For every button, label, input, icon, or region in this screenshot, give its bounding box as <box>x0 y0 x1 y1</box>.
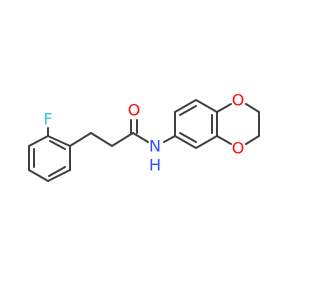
propanamide-chain <box>69 119 149 147</box>
carbonyl-oxygen-label: O <box>128 101 141 120</box>
dioxane-oxygen-bottom-label: O <box>232 139 245 158</box>
amide-hydrogen-label: H <box>149 156 161 175</box>
amide-nitrogen-label: N <box>149 137 161 156</box>
dioxane-ring <box>216 103 260 145</box>
molecule-structure: F O N H O O <box>28 91 260 182</box>
fluorine-atom-label: F <box>43 110 52 129</box>
fluorophenyl-ring <box>28 135 71 182</box>
dioxane-oxygen-top-label: O <box>232 91 245 110</box>
benzodioxine-aromatic-ring <box>174 99 218 149</box>
n-aryl-bond <box>163 135 176 143</box>
